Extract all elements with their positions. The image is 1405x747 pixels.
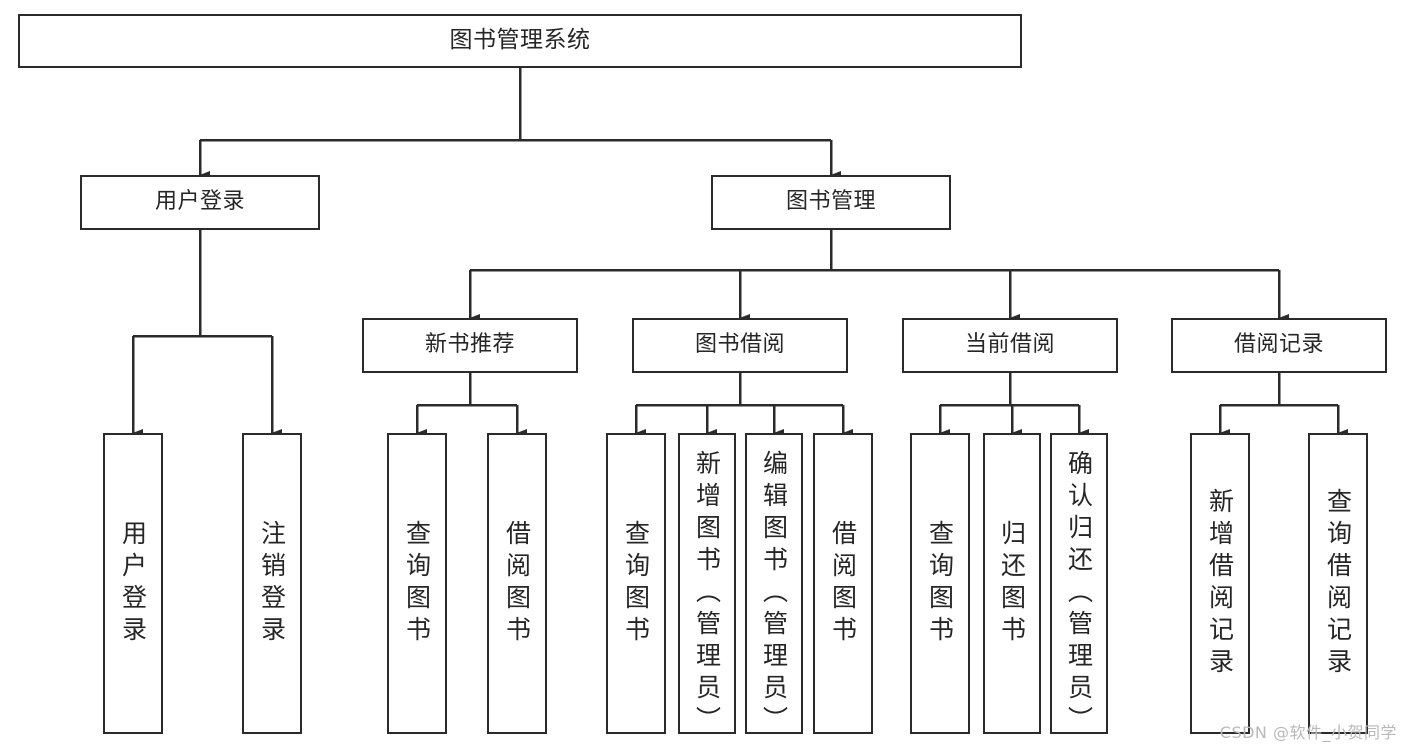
node-label: 新书推荐	[424, 332, 515, 358]
node-label: 图书管理系统	[449, 27, 591, 54]
node-label: 查询图书	[925, 519, 955, 648]
node-label: 新增图书（管理员）	[692, 449, 722, 738]
node-root[interactable]: 图书管理系统	[18, 14, 1022, 68]
node-loan-record[interactable]: 借阅记录	[1171, 318, 1387, 373]
node-label: 查询图书	[402, 519, 432, 648]
node-leaf-add-record[interactable]: 新增借阅记录	[1190, 433, 1250, 734]
node-label: 归还图书	[997, 519, 1027, 648]
node-label: 借阅图书	[828, 519, 858, 648]
node-user-login[interactable]: 用户登录	[80, 175, 320, 230]
node-label: 用户登录	[118, 519, 148, 648]
node-leaf-confirm-return[interactable]: 确认归还（管理员）	[1050, 433, 1108, 738]
node-label: 新增借阅记录	[1205, 487, 1235, 680]
node-leaf-borrow-book-2[interactable]: 借阅图书	[813, 433, 873, 734]
node-current-loan[interactable]: 当前借阅	[902, 318, 1118, 373]
node-leaf-query-record[interactable]: 查询借阅记录	[1308, 433, 1368, 734]
node-label: 编辑图书（管理员）	[759, 449, 789, 738]
node-leaf-user-logout[interactable]: 注销登录	[242, 433, 302, 734]
node-book-manage[interactable]: 图书管理	[711, 175, 951, 230]
node-label: 注销登录	[257, 519, 287, 648]
node-label: 查询图书	[621, 519, 651, 648]
node-label: 借阅记录	[1233, 332, 1324, 358]
node-leaf-edit-book[interactable]: 编辑图书（管理员）	[745, 433, 803, 738]
node-label: 用户登录	[154, 189, 245, 215]
node-leaf-return-book[interactable]: 归还图书	[983, 433, 1041, 734]
node-label: 当前借阅	[964, 332, 1055, 358]
node-leaf-borrow-book-1[interactable]: 借阅图书	[487, 433, 547, 734]
node-leaf-query-book-1[interactable]: 查询图书	[387, 433, 447, 734]
node-leaf-add-book[interactable]: 新增图书（管理员）	[678, 433, 736, 738]
node-new-book-rec[interactable]: 新书推荐	[362, 318, 578, 373]
node-label: 借阅图书	[502, 519, 532, 648]
node-label: 确认归还（管理员）	[1064, 449, 1094, 738]
node-leaf-query-book-2[interactable]: 查询图书	[606, 433, 666, 734]
node-book-borrow[interactable]: 图书借阅	[632, 318, 848, 373]
node-leaf-query-book-3[interactable]: 查询图书	[910, 433, 970, 734]
node-label: 图书借阅	[694, 332, 785, 358]
node-label: 图书管理	[785, 189, 876, 215]
node-label: 查询借阅记录	[1323, 487, 1353, 680]
node-leaf-user-login[interactable]: 用户登录	[103, 433, 163, 734]
